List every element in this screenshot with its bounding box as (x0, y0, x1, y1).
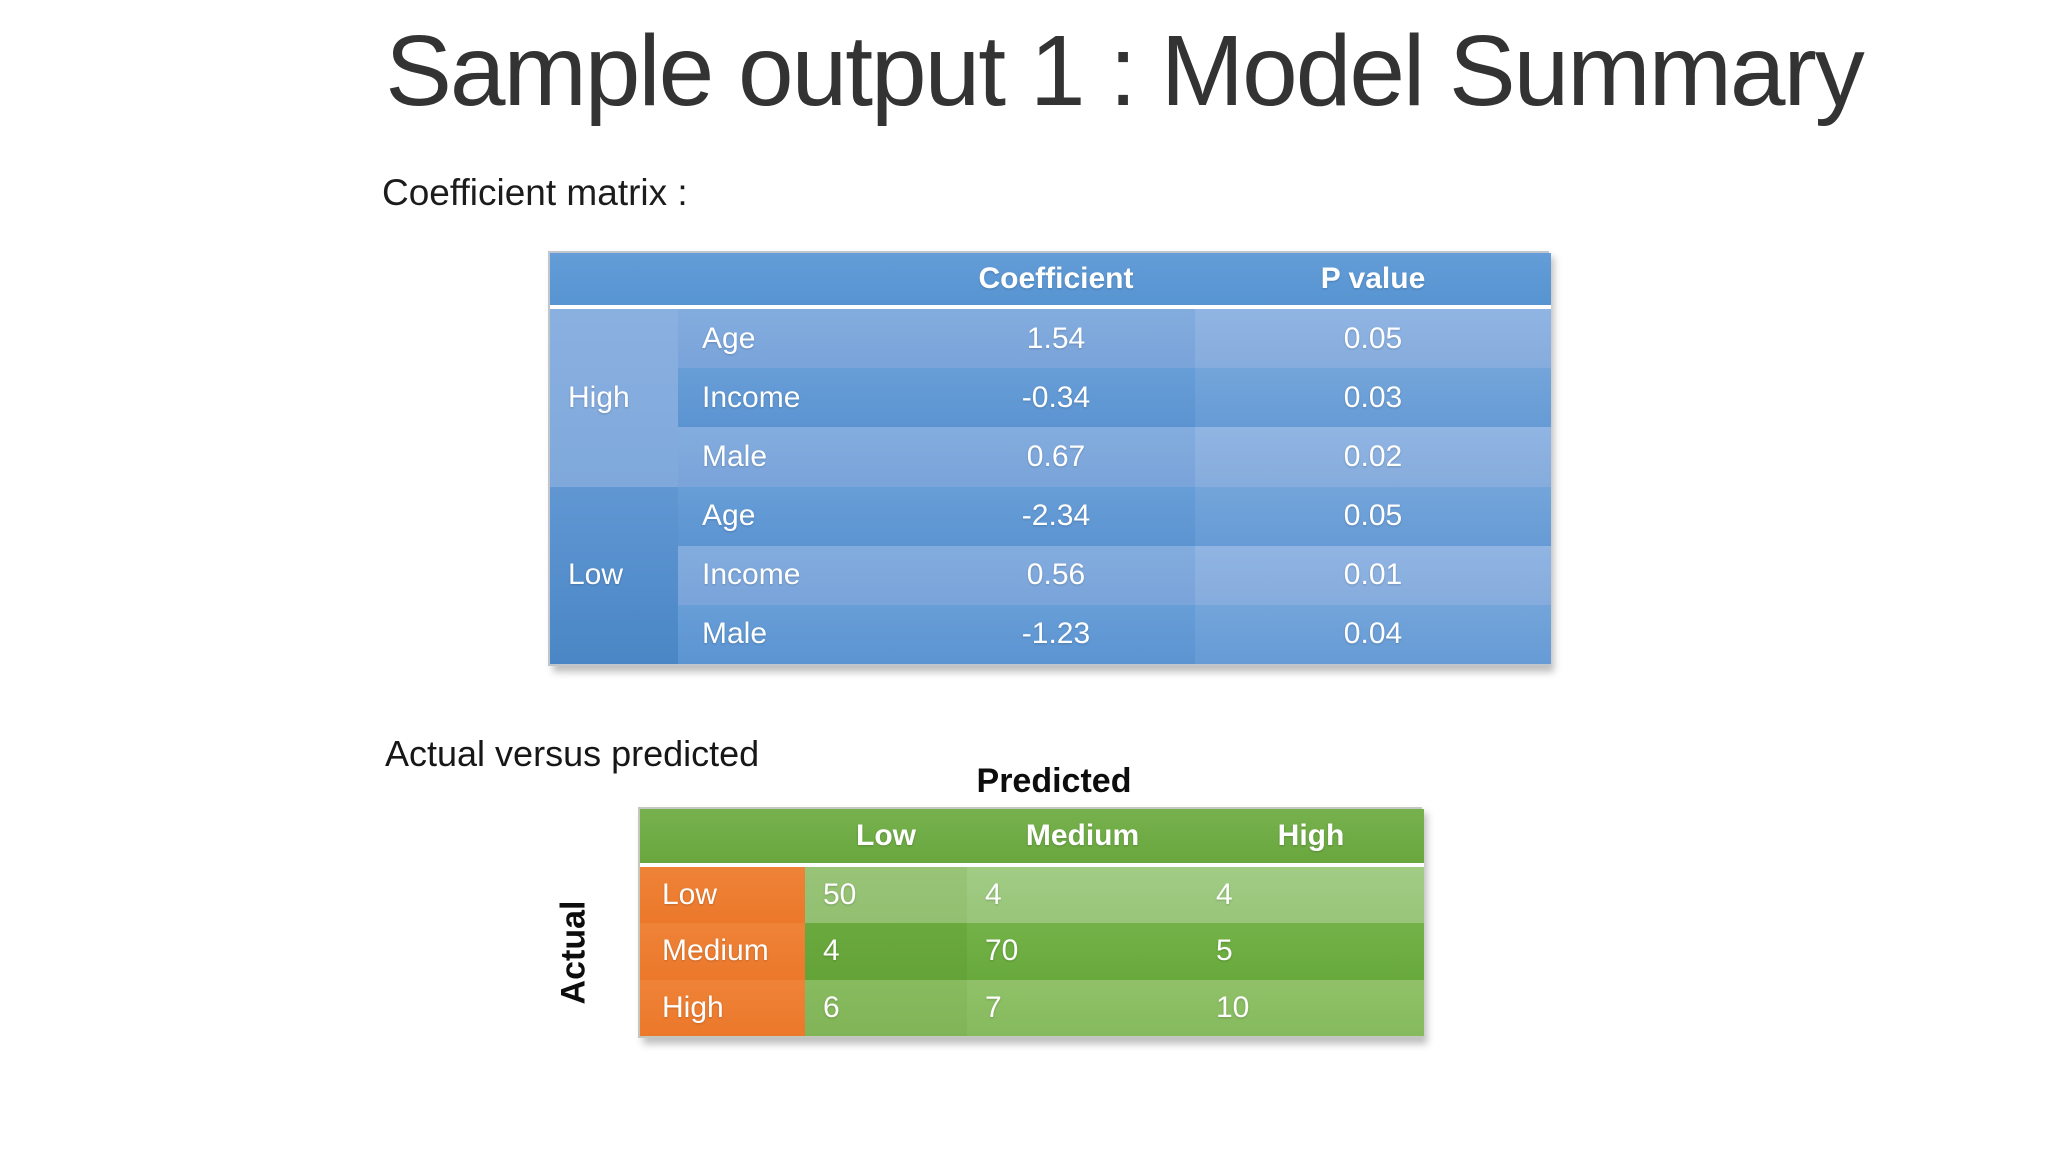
row-coefficient: -0.34 (917, 368, 1195, 428)
cell-value: 7 (967, 979, 1198, 1036)
row-coefficient: -2.34 (917, 486, 1195, 546)
row-variable: Male (678, 427, 917, 487)
row-coefficient: 0.67 (917, 427, 1195, 487)
cell-value: 6 (805, 979, 967, 1036)
row-variable: Income (678, 545, 917, 605)
cell-value: 4 (967, 867, 1198, 924)
row-variable: Age (678, 486, 917, 546)
predicted-axis-label: Predicted (976, 762, 1132, 800)
row-label-high: High (640, 979, 805, 1036)
coefficient-table: Coefficient P value High Low Age 1.54 0.… (548, 251, 1551, 666)
header-coefficient: Coefficient (917, 253, 1195, 309)
coefficient-matrix-heading: Coefficient matrix : (382, 172, 688, 213)
row-p-value: 0.03 (1195, 368, 1551, 428)
row-p-value: 0.02 (1195, 427, 1551, 487)
col-header-low: Low (805, 809, 967, 867)
header-empty-cell (640, 809, 805, 867)
cell-value: 5 (1198, 923, 1424, 980)
row-p-value: 0.01 (1195, 545, 1551, 605)
cell-value: 4 (805, 923, 967, 980)
slide-title: Sample output 1 : Model Summary (385, 15, 1865, 127)
row-coefficient: -1.23 (917, 604, 1195, 664)
group-label-low: Low (550, 486, 678, 664)
actual-axis-label-text: Actual (554, 900, 593, 1004)
row-p-value: 0.05 (1195, 486, 1551, 546)
cell-value: 50 (805, 867, 967, 924)
row-coefficient: 0.56 (917, 545, 1195, 605)
cell-value: 70 (967, 923, 1198, 980)
row-coefficient: 1.54 (917, 309, 1195, 369)
header-empty-cell (550, 253, 917, 309)
header-p-value: P value (1195, 253, 1551, 309)
actual-axis-label: Actual (552, 868, 596, 1036)
row-label-low: Low (640, 867, 805, 924)
row-variable: Income (678, 368, 917, 428)
cell-value: 4 (1198, 867, 1424, 924)
col-header-high: High (1198, 809, 1424, 867)
row-variable: Male (678, 604, 917, 664)
row-p-value: 0.04 (1195, 604, 1551, 664)
cell-value: 10 (1198, 979, 1424, 1036)
confusion-table: Low Medium High Low 50 4 4 Medium 4 70 5… (638, 807, 1424, 1038)
row-label-medium: Medium (640, 923, 805, 980)
actual-versus-predicted-heading: Actual versus predicted (385, 733, 760, 774)
row-p-value: 0.05 (1195, 309, 1551, 369)
group-label-high: High (550, 309, 678, 487)
col-header-medium: Medium (967, 809, 1198, 867)
row-variable: Age (678, 309, 917, 369)
